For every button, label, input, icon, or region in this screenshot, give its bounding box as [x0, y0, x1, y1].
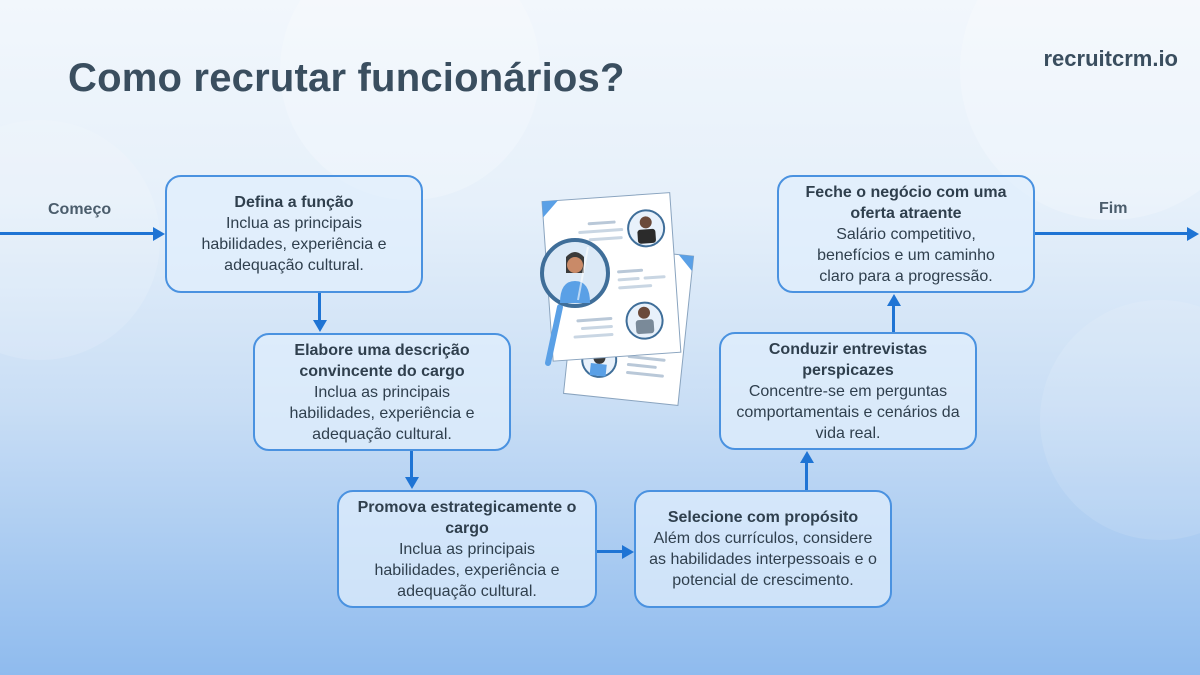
page-title: Como recrutar funcionários? — [68, 56, 625, 100]
start-label: Começo — [48, 201, 112, 218]
arrow-right-icon — [1187, 226, 1199, 241]
step-description: Concentre-se em perguntas comportamentai… — [736, 382, 960, 442]
start-connector-line — [0, 232, 154, 235]
background-shape — [1040, 300, 1200, 540]
resume-search-icon — [540, 192, 695, 406]
step-description: Inclua as principais habilidades, experi… — [289, 383, 475, 443]
connector-line — [318, 293, 321, 321]
connector-line — [805, 462, 808, 490]
arrow-up-icon — [886, 294, 901, 306]
brand-logo-text: recruitcrm.io — [1043, 46, 1179, 71]
arrow-right-icon — [622, 544, 634, 559]
background-shape — [280, 0, 540, 200]
step-heading: Conduzir entrevistas perspicazes — [768, 340, 928, 379]
step-description: Inclua as principais habilidades, experi… — [201, 215, 387, 274]
step-job-description: Elabore uma descrição convincente do car… — [253, 333, 511, 451]
arrow-right-icon — [153, 226, 165, 241]
step-heading: Elabore uma descrição convincente do car… — [294, 341, 470, 380]
step-description: Além dos currículos, considere as habili… — [649, 530, 877, 589]
arrow-down-icon — [312, 320, 327, 332]
step-close-deal: Feche o negócio com uma oferta atraente … — [777, 175, 1035, 293]
connector-line — [410, 451, 413, 478]
arrow-down-icon — [404, 477, 419, 489]
step-description: Salário competitivo, benefícios e um cam… — [817, 225, 995, 285]
end-connector-line — [1035, 232, 1188, 235]
background-shape — [0, 120, 160, 360]
step-select-purpose: Selecione com propósito Além dos currícu… — [634, 490, 892, 608]
step-heading: Selecione com propósito — [667, 509, 859, 526]
connector-line — [597, 550, 623, 553]
step-define-role: Defina a função Inclua as principais hab… — [165, 175, 423, 293]
connector-line — [892, 305, 895, 332]
step-heading: Promova estrategicamente o cargo — [357, 498, 577, 537]
resume-search-illustration — [530, 185, 700, 410]
step-heading: Feche o negócio com uma oferta atraente — [805, 183, 1007, 222]
end-label: Fim — [1099, 200, 1128, 217]
step-heading: Defina a função — [234, 194, 354, 211]
step-promote-job: Promova estrategicamente o cargo Inclua … — [337, 490, 597, 608]
step-description: Inclua as principais habilidades, experi… — [374, 540, 560, 600]
arrow-up-icon — [799, 451, 814, 463]
step-conduct-interviews: Conduzir entrevistas perspicazes Concent… — [719, 332, 977, 450]
